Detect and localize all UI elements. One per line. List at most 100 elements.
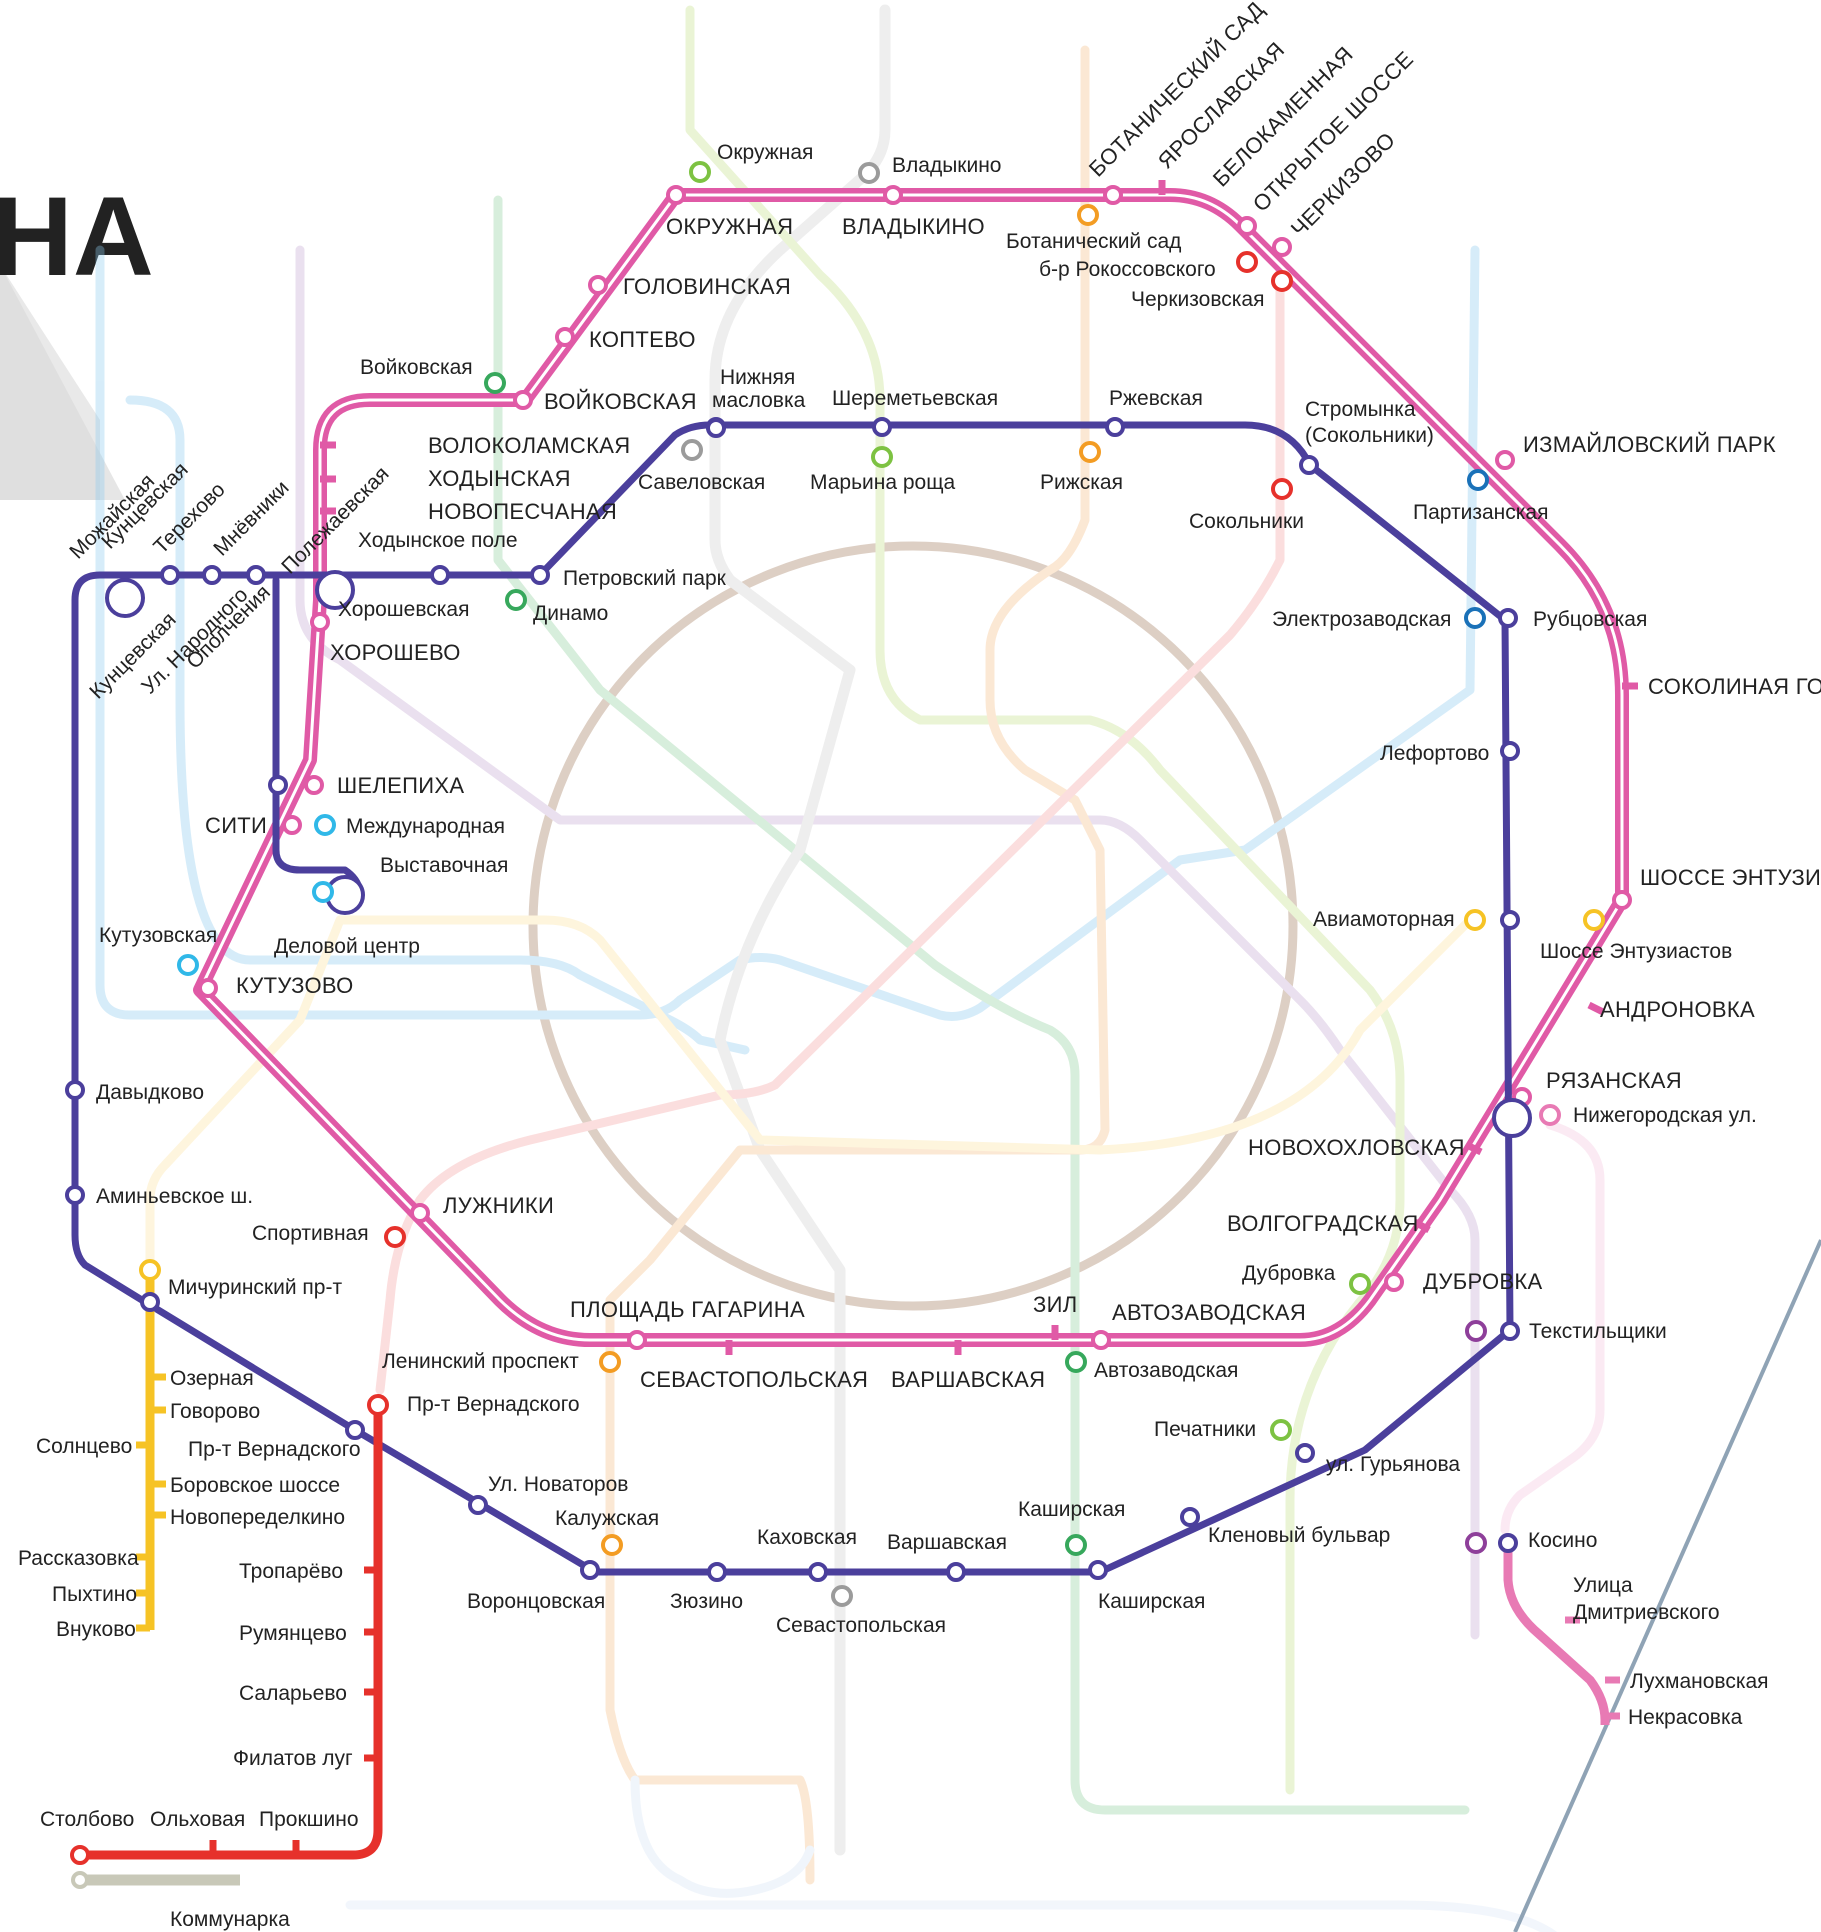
label-delovoy: Деловой центр [274, 935, 420, 958]
station-michurinskiy-bkl[interactable] [140, 1292, 160, 1312]
station-stromynka[interactable] [1299, 455, 1319, 475]
station-koptevo[interactable] [555, 327, 575, 347]
label-rokossovskogo: б-р Рокоссовского [1039, 258, 1216, 281]
station-cherkizovskaya[interactable] [1236, 251, 1258, 273]
station-rizhskaya[interactable] [1079, 441, 1101, 463]
station-rokossovskogo[interactable] [1271, 270, 1293, 292]
station-kosino-t[interactable] [1465, 1532, 1487, 1554]
station-okruzhnaya-lyu[interactable] [689, 161, 711, 183]
station-golovinskaya[interactable] [588, 275, 608, 295]
label-shelepikha-up: ШЕЛЕПИХА [337, 773, 464, 798]
label-varshavskaya-s: Варшавская [887, 1531, 1007, 1554]
station-dubrovka-lyu[interactable] [1349, 1273, 1371, 1295]
station-mezhdunarodnaya[interactable] [314, 814, 336, 836]
station-kutuzovo[interactable] [198, 978, 218, 998]
station-avtozavodskaya-z[interactable] [1065, 1351, 1087, 1373]
station-kuntsevskaya[interactable] [105, 578, 145, 618]
station-voykovskaya-mcc[interactable] [513, 390, 533, 410]
station-shosse-mcc[interactable] [1612, 890, 1632, 910]
station-varshavskaya-bkl[interactable] [946, 1562, 966, 1582]
station-luzhniki[interactable] [410, 1203, 430, 1223]
station-shelepikha-mcc[interactable] [304, 775, 324, 795]
station-savelovskaya[interactable] [681, 439, 703, 461]
station-kaluzhskaya[interactable] [601, 1534, 623, 1556]
station-maryina-roshcha[interactable] [871, 446, 893, 468]
station-voykovskaya-z[interactable] [484, 372, 506, 394]
label-vnukovo: Внуково [56, 1618, 136, 1641]
station-izmaylovskiy[interactable] [1495, 450, 1515, 470]
station-nizhegorodskaya[interactable] [1539, 1104, 1561, 1126]
station-pr-vernadskogo-bkl[interactable] [345, 1420, 365, 1440]
station-davydkovo[interactable] [65, 1080, 85, 1100]
station-sevastopolskaya-s[interactable] [831, 1585, 853, 1607]
station-aviamotornaya-y[interactable] [1464, 909, 1486, 931]
label-ul-guryanova: ул. Гурьянова [1326, 1453, 1460, 1476]
station-rubtsovskaya[interactable] [1498, 608, 1518, 628]
station-mnyovniki[interactable] [202, 565, 222, 585]
bkl-line-path [71, 421, 1514, 1576]
station-shelepikha-bkl[interactable] [268, 775, 288, 795]
station-aviamotornaya-bkl[interactable] [1500, 910, 1520, 930]
station-kommunarka[interactable] [71, 1871, 89, 1889]
station-ploshchad-gagarina[interactable] [627, 1330, 647, 1350]
label-vorontsovskaya: Воронцовская [467, 1590, 605, 1613]
station-tekstilshchiki-bkl[interactable] [1500, 1321, 1520, 1341]
station-vystavochnaya-f[interactable] [312, 881, 334, 903]
station-kakhovskaya[interactable] [808, 1562, 828, 1582]
station-klenovyy[interactable] [1180, 1507, 1200, 1527]
label-novopeschanaya-up: НОВОПЕСЧАНАЯ [428, 499, 617, 524]
station-cherkizovo-mcc[interactable] [1272, 237, 1292, 257]
label-andronovka-up: АНДРОНОВКА [1600, 997, 1755, 1022]
station-dinamo[interactable] [505, 589, 527, 611]
label-olkhovaya: Ольховая [150, 1808, 245, 1831]
station-narodnogo[interactable] [246, 565, 266, 585]
station-savelovskaya-bkl[interactable] [706, 418, 726, 438]
station-avtozavodskaya-mcc[interactable] [1091, 1330, 1111, 1350]
station-ul-guryanova[interactable] [1295, 1443, 1315, 1463]
label-nizhnyaya-line2: масловка [712, 389, 806, 412]
station-kutuzovskaya[interactable] [177, 954, 199, 976]
label-sokolniki: Сокольники [1189, 510, 1304, 533]
station-ryazanskaya-bkl[interactable] [1492, 1098, 1532, 1138]
label-solntsevo: Солнцево [36, 1435, 132, 1458]
station-terekhovo[interactable] [160, 565, 180, 585]
station-rzhevskaya[interactable] [1105, 417, 1125, 437]
station-elektrozavodskaya[interactable] [1464, 607, 1486, 629]
station-leninskiy[interactable] [599, 1351, 621, 1373]
label-stromynka-line1: Стромынка [1305, 398, 1416, 421]
station-vladykino-s[interactable] [858, 162, 880, 184]
station-botanicheskiy-k[interactable] [1077, 204, 1099, 226]
station-vorontsovskaya[interactable] [580, 1560, 600, 1580]
station-aminyevskoe[interactable] [65, 1185, 85, 1205]
label-sevastopolskaya-up: СЕВАСТОПОЛЬСКАЯ [640, 1367, 868, 1392]
station-sokolniki[interactable] [1271, 478, 1293, 500]
station-partizanskaya[interactable] [1467, 469, 1489, 491]
bottom-route2-faded [345, 1900, 1558, 1932]
station-ul-novatorov[interactable] [468, 1495, 488, 1515]
station-tekstilshchiki-t[interactable] [1465, 1320, 1487, 1342]
station-petrovskiy-park[interactable] [530, 565, 550, 585]
station-pr-vernadskogo-red[interactable] [367, 1394, 389, 1416]
station-khoroshevo[interactable] [310, 612, 330, 632]
station-kashirskaya-bkl[interactable] [1088, 1560, 1108, 1580]
station-siti[interactable] [282, 815, 302, 835]
station-kosino-bkl[interactable] [1498, 1533, 1518, 1553]
station-lefortovo[interactable] [1500, 741, 1520, 761]
station-vladykino-mcc[interactable] [883, 185, 903, 205]
station-sportivnaya[interactable] [384, 1226, 406, 1248]
station-zyuzino[interactable] [707, 1562, 727, 1582]
station-shosse-entuziastov-y[interactable] [1583, 909, 1605, 931]
station-otkrytoe-mcc[interactable] [1237, 216, 1257, 236]
station-pechatniki[interactable] [1270, 1419, 1292, 1441]
station-khoroshevskaya[interactable] [315, 570, 355, 610]
station-stolbovo[interactable] [70, 1845, 90, 1865]
label-davydkovo: Давыдково [96, 1081, 204, 1104]
station-okruzhnaya-mcc[interactable] [666, 185, 686, 205]
station-michurinskiy-y[interactable] [139, 1259, 161, 1281]
station-kashirskaya-z[interactable] [1065, 1534, 1087, 1556]
station-sheremetyevskaya[interactable] [872, 417, 892, 437]
station-khodynskoe-pole[interactable] [430, 565, 450, 585]
mcc-ticks [320, 180, 1638, 1355]
station-dubrovka-mcc[interactable] [1384, 1272, 1404, 1292]
station-botanicheskiy-mcc[interactable] [1103, 185, 1123, 205]
